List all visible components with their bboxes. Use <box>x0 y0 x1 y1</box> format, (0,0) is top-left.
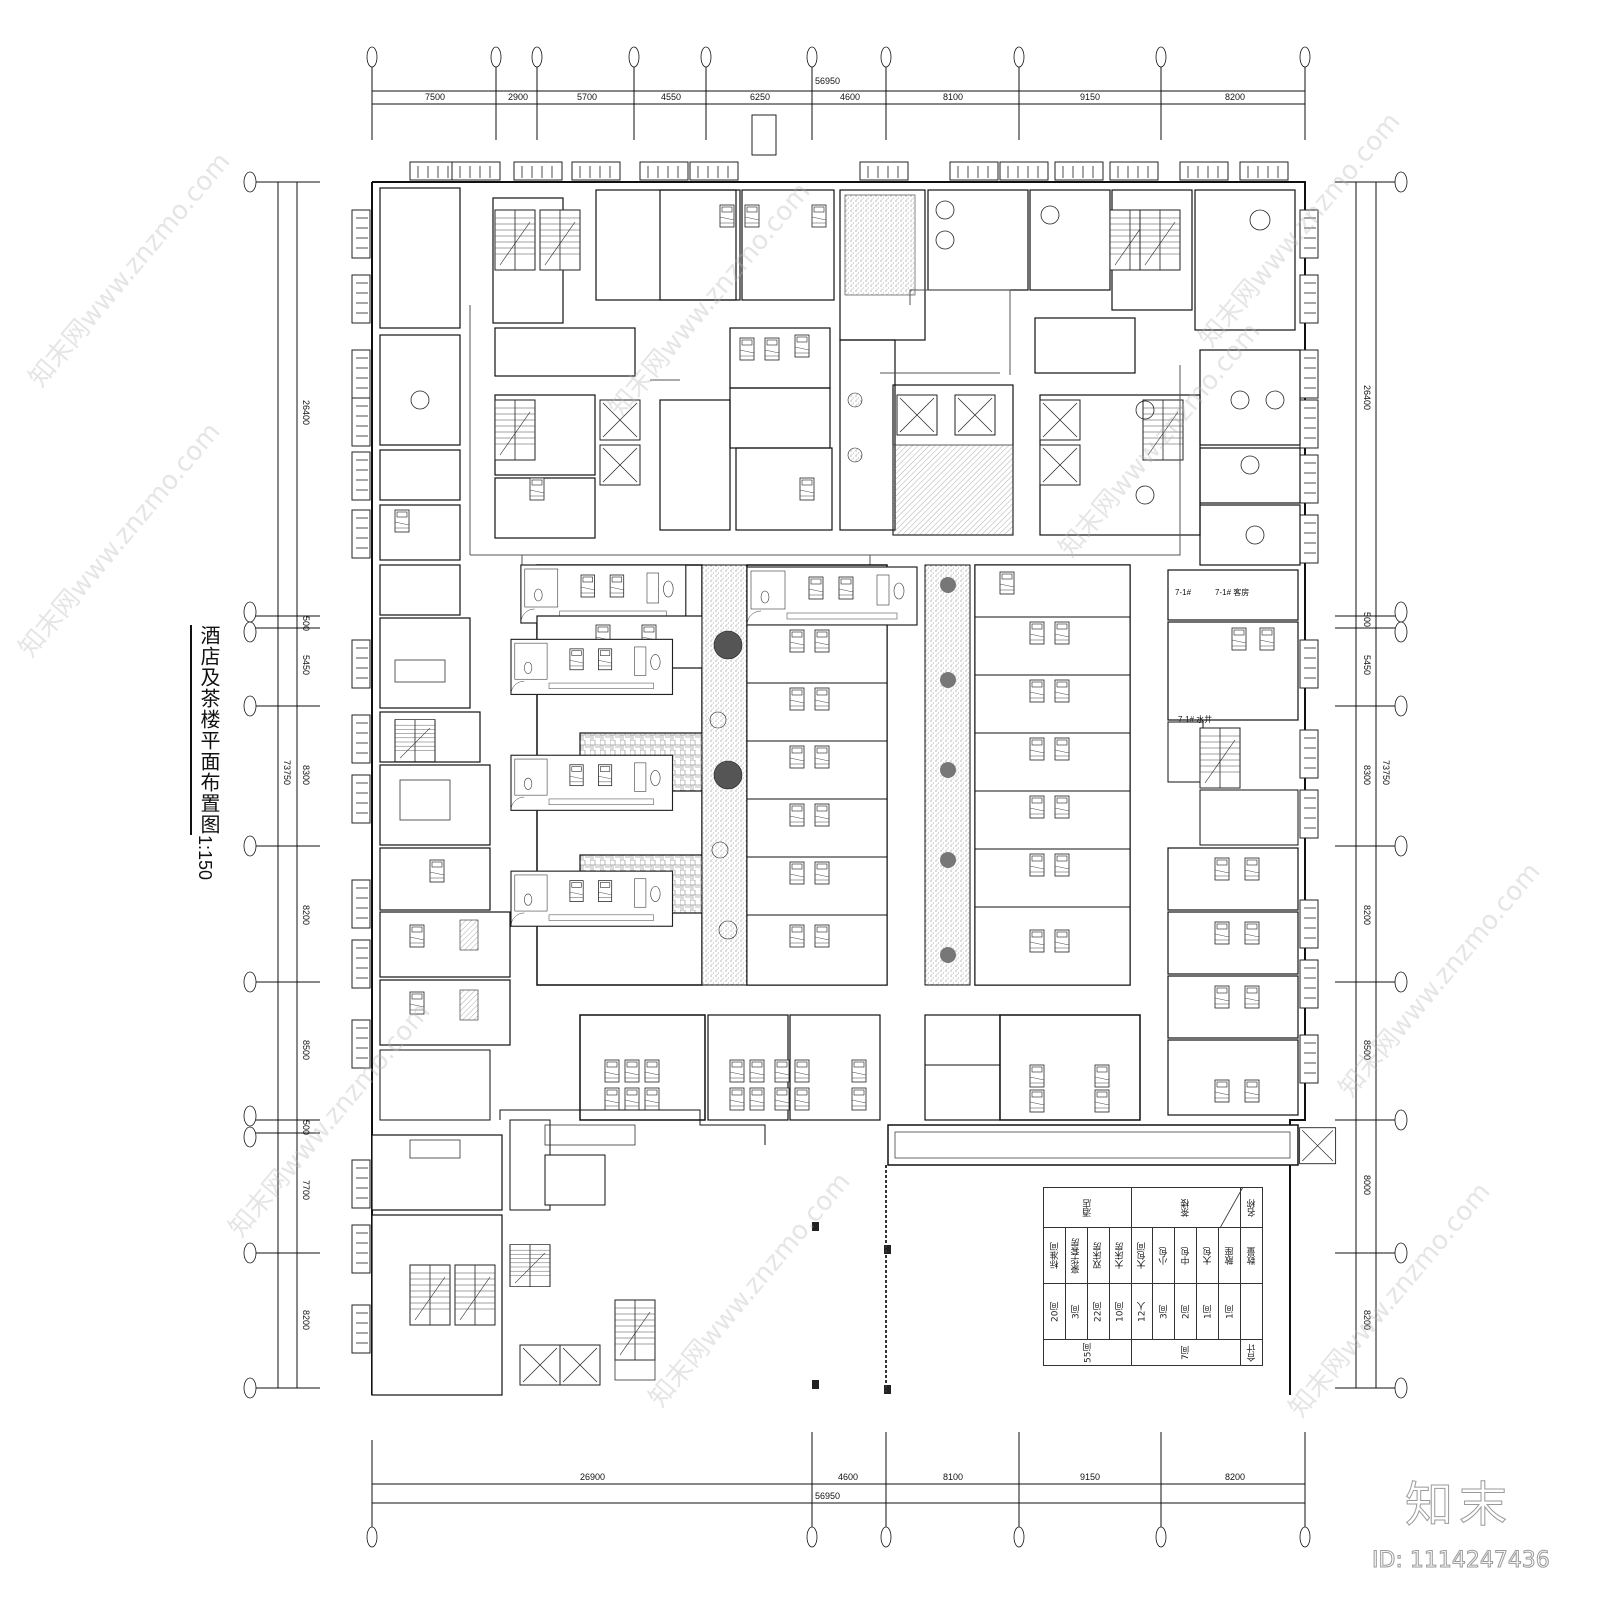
left-facade-windows <box>351 209 371 1354</box>
svg-text:8200: 8200 <box>301 1310 311 1330</box>
svg-text:7500: 7500 <box>425 92 445 102</box>
north-wing-fixtures <box>394 194 1285 545</box>
drawing-scale: 1:150 <box>195 835 215 881</box>
svg-text:8500: 8500 <box>1362 1040 1372 1060</box>
right-facade-windows <box>1299 209 1319 1084</box>
right-dimension-chain <box>1335 181 1395 1389</box>
svg-text:73750: 73750 <box>1381 760 1391 785</box>
top-dimension-values: 56950 7500 2900 5700 4550 6250 4600 8100… <box>425 76 1245 102</box>
east-hotel-block <box>924 564 1131 986</box>
legend-hotel-row-count: 3间 <box>1065 1283 1088 1340</box>
svg-text:7700: 7700 <box>301 1180 311 1200</box>
svg-text:8500: 8500 <box>301 1040 311 1060</box>
legend-tea-total: 7间 <box>1131 1339 1241 1366</box>
legend-tea-row-name: 中包 <box>1174 1227 1197 1284</box>
svg-text:4600: 4600 <box>840 92 860 102</box>
legend-hotel-row-count: 22间 <box>1087 1283 1110 1340</box>
svg-text:8300: 8300 <box>301 765 311 785</box>
svg-text:26400: 26400 <box>1362 385 1372 410</box>
svg-text:7-1# 水井: 7-1# 水井 <box>1178 714 1212 724</box>
legend-tea-row-name: 大包间 <box>1131 1227 1153 1284</box>
legend-total-header: 合计 <box>1240 1339 1263 1366</box>
svg-text:5450: 5450 <box>301 655 311 675</box>
svg-text:500: 500 <box>1362 612 1372 627</box>
svg-text:56950: 56950 <box>815 1491 840 1501</box>
svg-text:500: 500 <box>301 1120 311 1135</box>
top-facade-windows <box>409 114 1289 181</box>
legend-tea-row-name: 大包 <box>1196 1227 1219 1284</box>
right-axis-bubbles <box>1394 171 1408 1399</box>
east-wing: 7-1# 7-1# 客房 7-1# 水井 <box>1167 569 1299 1116</box>
west-hotel-block <box>511 564 748 986</box>
brand-logo: 知末 <box>1404 1477 1514 1534</box>
legend-tea-row-name: 散座 <box>1218 1227 1241 1284</box>
west-wing <box>379 564 511 1121</box>
legend-tea-row-count: 12人 <box>1131 1283 1153 1340</box>
legend-count-header: 数量 <box>1240 1227 1263 1284</box>
svg-text:5700: 5700 <box>577 92 597 102</box>
legend-hotel-row-count: 10间 <box>1109 1283 1132 1340</box>
legend-tea-row-count: 3间 <box>1152 1283 1175 1340</box>
left-axis-bubbles <box>243 171 257 1399</box>
svg-text:7-1#: 7-1# <box>1175 588 1192 597</box>
bottom-dimension-chain <box>371 1432 1306 1530</box>
center-hotel-block <box>746 564 917 986</box>
bottom-axis-bubbles <box>366 1526 1311 1548</box>
svg-text:7-1# 客房: 7-1# 客房 <box>1215 587 1249 597</box>
legend-hotel-row-count: 20间 <box>1043 1283 1066 1340</box>
brand-id: ID: 1114247436 <box>1372 1548 1551 1574</box>
legend-hotel-total: 55间 <box>1043 1339 1132 1366</box>
bottom-dimension-values: 26900 4600 8100 9150 8200 56950 <box>580 1472 1245 1501</box>
svg-text:9150: 9150 <box>1080 92 1100 102</box>
svg-text:26900: 26900 <box>580 1472 605 1482</box>
legend-hotel-row-name: 豪华套房 <box>1065 1227 1088 1284</box>
drawing-title: 酒店及茶楼平面布置图 <box>190 625 224 835</box>
svg-text:8200: 8200 <box>301 905 311 925</box>
legend-hotel-header: 酒店 <box>1043 1187 1132 1228</box>
svg-text:4550: 4550 <box>661 92 681 102</box>
svg-text:2900: 2900 <box>508 92 528 102</box>
svg-text:26400: 26400 <box>301 400 311 425</box>
legend-diagonal <box>1219 1186 1244 1229</box>
svg-text:8000: 8000 <box>1362 1175 1372 1195</box>
svg-text:8200: 8200 <box>1225 92 1245 102</box>
legend-hotel-row-name: 标准间 <box>1043 1227 1066 1284</box>
legend-tea-row-count: 1间 <box>1196 1283 1219 1340</box>
top-axis-bubbles <box>366 46 1311 68</box>
svg-text:8300: 8300 <box>1362 765 1372 785</box>
south-corridor-bridge <box>887 1124 1337 1166</box>
teahouse-southwest <box>371 1109 891 1396</box>
legend-tea-row-count: 1间 <box>1218 1283 1241 1340</box>
svg-text:5450: 5450 <box>1362 655 1372 675</box>
legend-hotel-row-name: 大床房 <box>1109 1227 1132 1284</box>
svg-text:56950: 56950 <box>815 76 840 86</box>
left-dimension-chain <box>255 181 320 1389</box>
svg-text:8100: 8100 <box>943 1472 963 1482</box>
svg-text:6250: 6250 <box>750 92 770 102</box>
legend-hotel-row-name: 双床房 <box>1087 1227 1110 1284</box>
drawing-title-block: 酒店及茶楼平面布置图 1:150 <box>190 625 230 880</box>
svg-text:8200: 8200 <box>1362 905 1372 925</box>
legend-name-header: 名称 <box>1240 1187 1263 1228</box>
legend-total-header-spacer <box>1240 1283 1263 1340</box>
legend-tea-header: 茶楼 <box>1131 1187 1241 1228</box>
svg-text:9150: 9150 <box>1080 1472 1100 1482</box>
left-dimension-values: 26400 500 5450 8300 73750 8200 8500 500 … <box>282 400 311 1330</box>
right-dimension-values: 26400 500 5450 8300 73750 8200 8500 8000… <box>1362 385 1391 1330</box>
top-dimension-chain <box>371 60 1306 140</box>
svg-text:8200: 8200 <box>1225 1472 1245 1482</box>
svg-text:8200: 8200 <box>1362 1310 1372 1330</box>
svg-text:73750: 73750 <box>282 760 292 785</box>
legend-tea-row-name: 小包 <box>1152 1227 1175 1284</box>
svg-text:4600: 4600 <box>838 1472 858 1482</box>
south-hotel-rooms <box>579 1014 1141 1121</box>
svg-text:500: 500 <box>301 616 311 631</box>
room-statistics-table: 酒店 茶楼 名称 标准间 豪华套房 双床房 大床房 大包间 小包 中包 大包 散… <box>1043 1187 1263 1366</box>
legend-tea-row-count: 2间 <box>1174 1283 1197 1340</box>
svg-text:8100: 8100 <box>943 92 963 102</box>
